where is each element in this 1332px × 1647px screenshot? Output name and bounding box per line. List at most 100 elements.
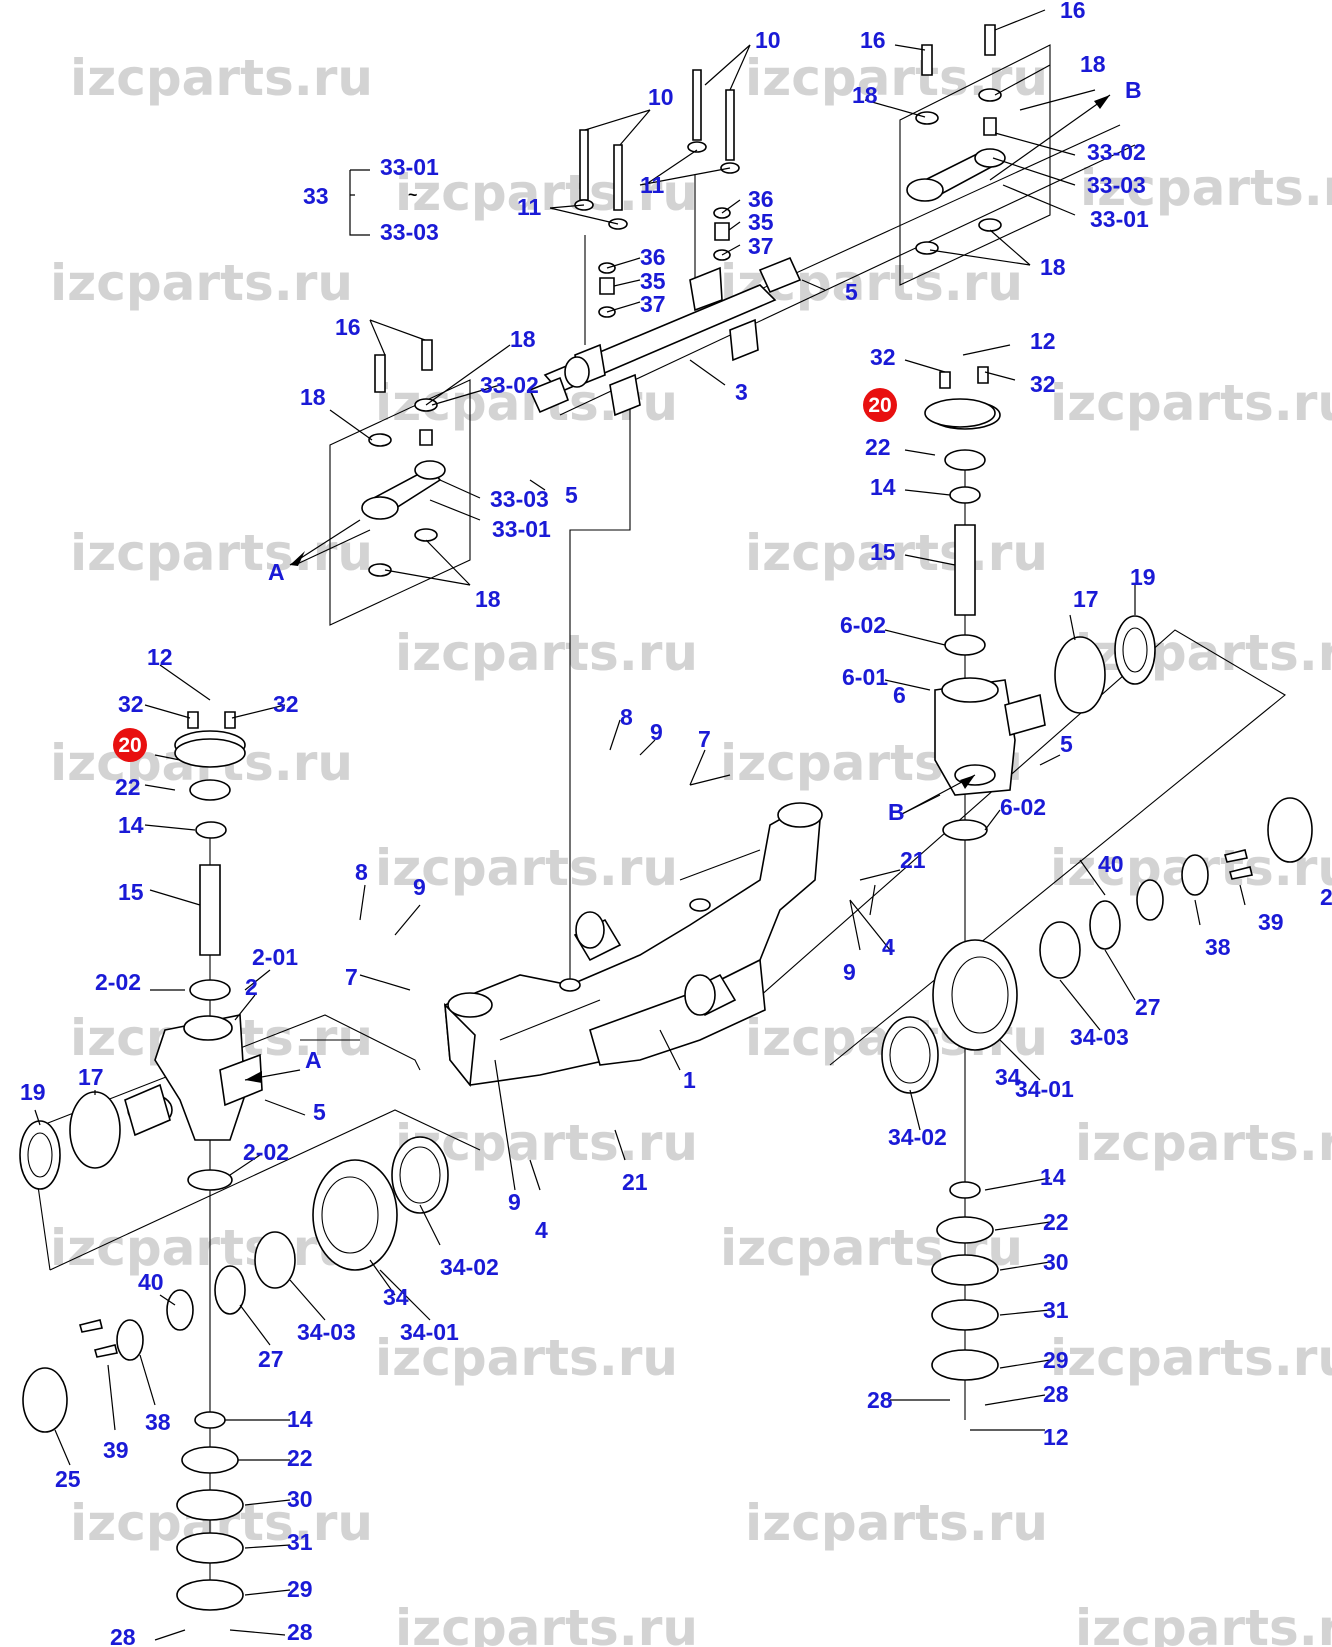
label-31-a[interactable]: 31	[1043, 1297, 1069, 1323]
label-7-b[interactable]: 7	[345, 964, 358, 990]
label-12-b[interactable]: 12	[1043, 1424, 1069, 1450]
label-27-b[interactable]: 27	[258, 1346, 284, 1372]
label-38-a[interactable]: 38	[1205, 934, 1231, 960]
label-32-b[interactable]: 32	[1030, 371, 1056, 397]
label-34-03-a[interactable]: 34-03	[1070, 1024, 1129, 1050]
label-11-b[interactable]: 11	[517, 194, 542, 220]
label-34-a[interactable]: 34	[995, 1064, 1021, 1090]
label-22-d[interactable]: 22	[287, 1445, 313, 1471]
label-34-01-b[interactable]: 34-01	[400, 1319, 459, 1345]
label-4-b[interactable]: 4	[535, 1217, 548, 1243]
label-18-a[interactable]: 18	[510, 326, 536, 352]
label-17-b[interactable]: 17	[78, 1064, 104, 1090]
label-33[interactable]: 33	[303, 183, 329, 209]
label-5-c[interactable]: 5	[1060, 731, 1073, 757]
label-4-a[interactable]: 4	[882, 934, 895, 960]
label-18-b[interactable]: 18	[300, 384, 326, 410]
label-33-01-left[interactable]: 33-01	[492, 516, 551, 542]
label-10-b[interactable]: 10	[648, 84, 674, 110]
label-33-02-left[interactable]: 33-02	[480, 372, 539, 398]
label-15-a[interactable]: 15	[870, 539, 896, 565]
label-2-02-bottom[interactable]: 2-02	[243, 1139, 289, 1165]
label-35-a[interactable]: 35	[748, 209, 774, 235]
label-18-d[interactable]: 18	[1080, 51, 1106, 77]
label-34-b[interactable]: 34	[383, 1284, 409, 1310]
label-3[interactable]: 3	[735, 379, 748, 405]
label-14-b[interactable]: 14	[1040, 1164, 1066, 1190]
label-40-b[interactable]: 40	[138, 1269, 164, 1295]
label-35-b[interactable]: 35	[640, 268, 666, 294]
label-14-c[interactable]: 14	[118, 812, 144, 838]
label-29-b[interactable]: 29	[287, 1576, 313, 1602]
label-33-01-group[interactable]: 33-01	[380, 154, 439, 180]
label-36-b[interactable]: 36	[640, 244, 666, 270]
label-11-a[interactable]: 11	[640, 172, 665, 198]
label-10-a[interactable]: 10	[755, 27, 781, 53]
label-22-a[interactable]: 22	[865, 434, 891, 460]
label-16-c[interactable]: 16	[860, 27, 886, 53]
label-22-b[interactable]: 22	[1043, 1209, 1069, 1235]
label-5-a[interactable]: 5	[565, 482, 578, 508]
label-6[interactable]: 6	[893, 682, 906, 708]
label-7-a[interactable]: 7	[698, 726, 711, 752]
label-33-03-right[interactable]: 33-03	[1087, 172, 1146, 198]
label-37-a[interactable]: 37	[748, 233, 774, 259]
label-21-b[interactable]: 21	[622, 1169, 648, 1195]
label-14-a[interactable]: 14	[870, 474, 896, 500]
label-18-f[interactable]: 18	[1040, 254, 1066, 280]
label-12-a[interactable]: 12	[1030, 328, 1056, 354]
label-18-c[interactable]: 18	[475, 586, 501, 612]
label-25[interactable]: 25	[55, 1466, 81, 1492]
label-25-cut[interactable]: 2	[1320, 884, 1332, 910]
badge-20-right[interactable]	[863, 388, 897, 422]
label-33-03-left[interactable]: 33-03	[490, 486, 549, 512]
label-view-b-1[interactable]: B	[1125, 77, 1142, 103]
label-5-b[interactable]: 5	[845, 279, 858, 305]
label-31-b[interactable]: 31	[287, 1529, 313, 1555]
label-34-02-b[interactable]: 34-02	[440, 1254, 499, 1280]
label-30-a[interactable]: 30	[1043, 1249, 1069, 1275]
label-34-01-a[interactable]: 34-01	[1015, 1076, 1074, 1102]
label-view-a-2[interactable]: A	[305, 1047, 322, 1073]
label-17-a[interactable]: 17	[1073, 586, 1099, 612]
label-6-01[interactable]: 6-01	[842, 664, 888, 690]
label-34-03-b[interactable]: 34-03	[297, 1319, 356, 1345]
label-39-b[interactable]: 39	[103, 1437, 129, 1463]
label-8-a[interactable]: 8	[620, 704, 633, 730]
label-33-01-right[interactable]: 33-01	[1090, 206, 1149, 232]
label-30-b[interactable]: 30	[287, 1486, 313, 1512]
label-18-e[interactable]: 18	[852, 82, 878, 108]
label-36-a[interactable]: 36	[748, 186, 774, 212]
label-9-a[interactable]: 9	[650, 719, 663, 745]
label-1[interactable]: 1	[683, 1067, 696, 1093]
label-38-b[interactable]: 38	[145, 1409, 171, 1435]
label-15-b[interactable]: 15	[118, 879, 144, 905]
label-28-b[interactable]: 28	[1043, 1381, 1069, 1407]
label-27-a[interactable]: 27	[1135, 994, 1161, 1020]
label-2-02-top[interactable]: 2-02	[95, 969, 141, 995]
label-32-a[interactable]: 32	[870, 344, 896, 370]
label-33-03-group[interactable]: 33-03	[380, 219, 439, 245]
label-29-a[interactable]: 29	[1043, 1347, 1069, 1373]
label-12-c[interactable]: 12	[147, 644, 173, 670]
label-21-a[interactable]: 21	[900, 847, 926, 873]
label-32-d[interactable]: 32	[273, 691, 299, 717]
label-5-d[interactable]: 5	[313, 1099, 326, 1125]
label-40-a[interactable]: 40	[1098, 851, 1124, 877]
label-22-c[interactable]: 22	[115, 774, 141, 800]
label-8-b[interactable]: 8	[355, 859, 368, 885]
badge-20-left[interactable]	[113, 728, 147, 762]
label-9-c[interactable]: 9	[843, 959, 856, 985]
label-6-02-bottom[interactable]: 6-02	[1000, 794, 1046, 820]
label-16-a[interactable]: 16	[335, 314, 361, 340]
label-9-b[interactable]: 9	[413, 874, 426, 900]
label-37-b[interactable]: 37	[640, 291, 666, 317]
label-28-d[interactable]: 28	[287, 1619, 313, 1645]
label-2-01[interactable]: 2-01	[252, 944, 298, 970]
label-2[interactable]: 2	[245, 974, 258, 1000]
label-39-a[interactable]: 39	[1258, 909, 1284, 935]
label-16-b[interactable]: 16	[1060, 0, 1086, 23]
label-9-d[interactable]: 9	[508, 1189, 521, 1215]
label-28-a[interactable]: 28	[867, 1387, 893, 1413]
label-19-b[interactable]: 19	[20, 1079, 46, 1105]
